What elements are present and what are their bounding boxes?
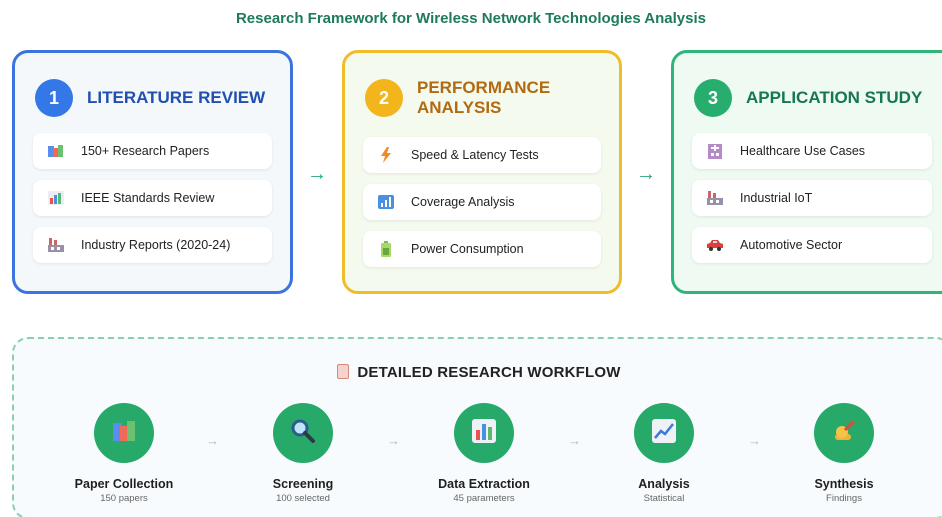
step-detail: Statistical (643, 493, 685, 504)
workflow-section: DETAILED RESEARCH WORKFLOW Paper Collect… (12, 337, 942, 517)
workflow-step: Synthesis Findings (764, 403, 924, 504)
signal-icon (377, 193, 395, 211)
lightning-icon (377, 146, 395, 164)
list-item: Automotive Sector (692, 227, 932, 263)
step-name: Synthesis (814, 477, 874, 491)
step-detail: 150 papers (100, 493, 148, 504)
step-circle (454, 403, 514, 463)
step-circle (814, 403, 874, 463)
workflow-arrow: → (206, 433, 219, 448)
workflow-arrow: → (387, 433, 400, 448)
step-name: Data Extraction (438, 477, 530, 491)
step-detail: 100 selected (276, 493, 330, 504)
workflow-arrow: → (748, 433, 761, 448)
workflow-title: DETAILED RESEARCH WORKFLOW (14, 364, 942, 381)
workflow-step: Screening 100 selected (223, 403, 383, 504)
list-item: Power Consumption (363, 231, 601, 267)
panel-title: APPLICATION STUDY (746, 88, 923, 107)
workflow-step: Paper Collection 150 papers (44, 403, 204, 504)
step-name: Paper Collection (74, 477, 174, 491)
panel-application-study: 3 APPLICATION STUDY Healthcare Use Cases… (671, 50, 942, 294)
step-number-badge: 1 (35, 79, 73, 117)
magnifier-icon (290, 418, 316, 449)
list-item: IEEE Standards Review (33, 180, 272, 216)
item-label: Industrial IoT (740, 191, 813, 205)
item-label: Power Consumption (411, 242, 524, 256)
writing-hand-icon (831, 418, 857, 449)
item-label: Speed & Latency Tests (411, 148, 539, 162)
workflow-title-text: DETAILED RESEARCH WORKFLOW (357, 364, 621, 381)
flow-arrow: → (636, 163, 656, 185)
page-title: Research Framework for Wireless Network … (235, 10, 707, 27)
list-item: Coverage Analysis (363, 184, 601, 220)
panel-performance-analysis: 2 PERFORMANCE ANALYSIS Speed & Latency T… (342, 50, 622, 294)
bar-chart-icon (47, 189, 65, 207)
books-icon (111, 419, 137, 448)
step-detail: 45 parameters (453, 493, 515, 504)
panel-literature-review: 1 LITERATURE REVIEW 150+ Research Papers… (12, 50, 293, 294)
step-number-badge: 3 (694, 79, 732, 117)
list-item: Speed & Latency Tests (363, 137, 601, 173)
battery-icon (377, 240, 395, 258)
line-chart-icon (651, 418, 677, 449)
bar-chart-icon (471, 418, 497, 449)
item-label: Industry Reports (2020-24) (81, 238, 231, 252)
panel-title: LITERATURE REVIEW (87, 88, 266, 107)
clipboard-icon (337, 364, 350, 379)
list-item: Healthcare Use Cases (692, 133, 932, 169)
list-item: Industry Reports (2020-24) (33, 227, 272, 263)
step-number-badge: 2 (365, 79, 403, 117)
factory-icon (706, 189, 724, 207)
item-label: Coverage Analysis (411, 195, 515, 209)
step-circle (273, 403, 333, 463)
factory-icon (47, 236, 65, 254)
books-icon (47, 142, 65, 160)
hospital-icon (706, 142, 724, 160)
item-label: Healthcare Use Cases (740, 144, 866, 158)
list-item: Industrial IoT (692, 180, 932, 216)
workflow-step: Data Extraction 45 parameters (404, 403, 564, 504)
item-label: IEEE Standards Review (81, 191, 215, 205)
workflow-arrow: → (568, 433, 581, 448)
item-label: Automotive Sector (740, 238, 843, 252)
item-label: 150+ Research Papers (81, 144, 210, 158)
flow-arrow: → (307, 163, 327, 185)
step-circle (94, 403, 154, 463)
panel-title: PERFORMANCE ANALYSIS (417, 78, 551, 117)
list-item: 150+ Research Papers (33, 133, 272, 169)
step-detail: Findings (826, 493, 862, 504)
step-name: Analysis (638, 477, 690, 491)
step-name: Screening (272, 477, 334, 491)
workflow-step: Analysis Statistical (584, 403, 744, 504)
step-circle (634, 403, 694, 463)
car-icon (706, 236, 724, 254)
